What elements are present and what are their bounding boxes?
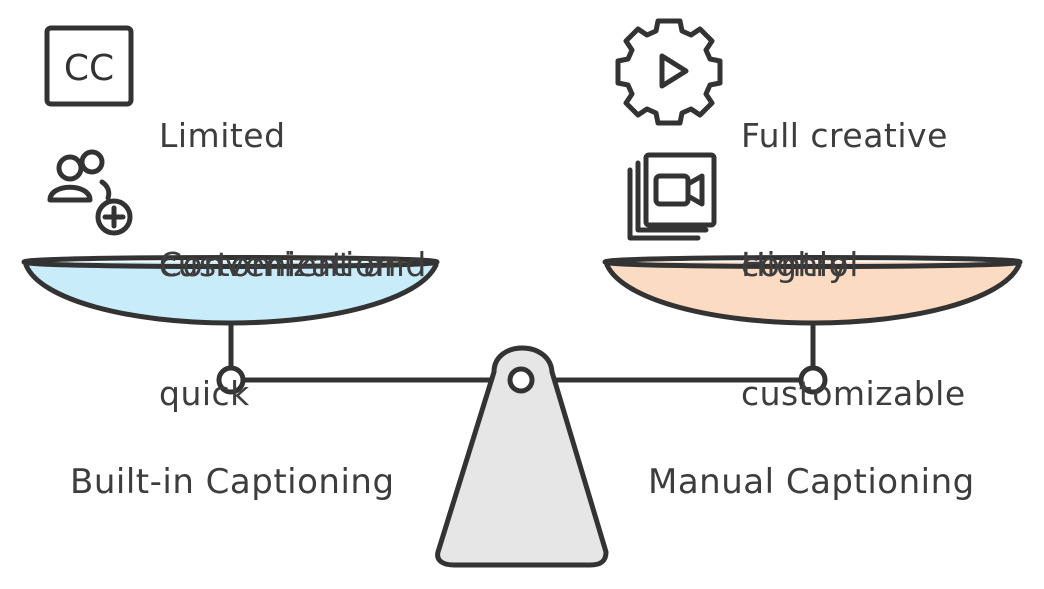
right-side-label: Manual Captioning: [648, 462, 975, 502]
left-item-1-line-1: Limited: [159, 116, 286, 155]
right-item-1-line-2: control: [741, 245, 859, 284]
left-side-label: Built-in Captioning: [70, 462, 395, 502]
gear-play-icon: [615, 18, 723, 126]
left-item-1-line-2: customization: [159, 245, 397, 284]
right-item-1-line-1: Full creative: [741, 116, 948, 155]
right-item-2-line-1: Highly: [741, 245, 849, 284]
video-stack-icon: [627, 152, 717, 241]
right-beam-joint: [798, 365, 828, 395]
right-item-2-text: Highly customizable: [741, 157, 966, 458]
left-beam-joint: [216, 365, 246, 395]
left-item-1-text: Limited customization: [159, 28, 397, 329]
cc-icon: CC: [44, 25, 134, 107]
right-item-1-text: Full creative control: [741, 28, 948, 329]
svg-text:CC: CC: [64, 48, 114, 89]
fulcrum: [435, 345, 609, 568]
add-users-icon: [47, 149, 133, 236]
left-item-2-line-1: Convenient and: [159, 245, 427, 284]
left-item-2-text: Convenient and quick: [159, 157, 427, 458]
left-item-2-line-2: quick: [159, 374, 250, 413]
right-item-2-line-2: customizable: [741, 374, 966, 413]
